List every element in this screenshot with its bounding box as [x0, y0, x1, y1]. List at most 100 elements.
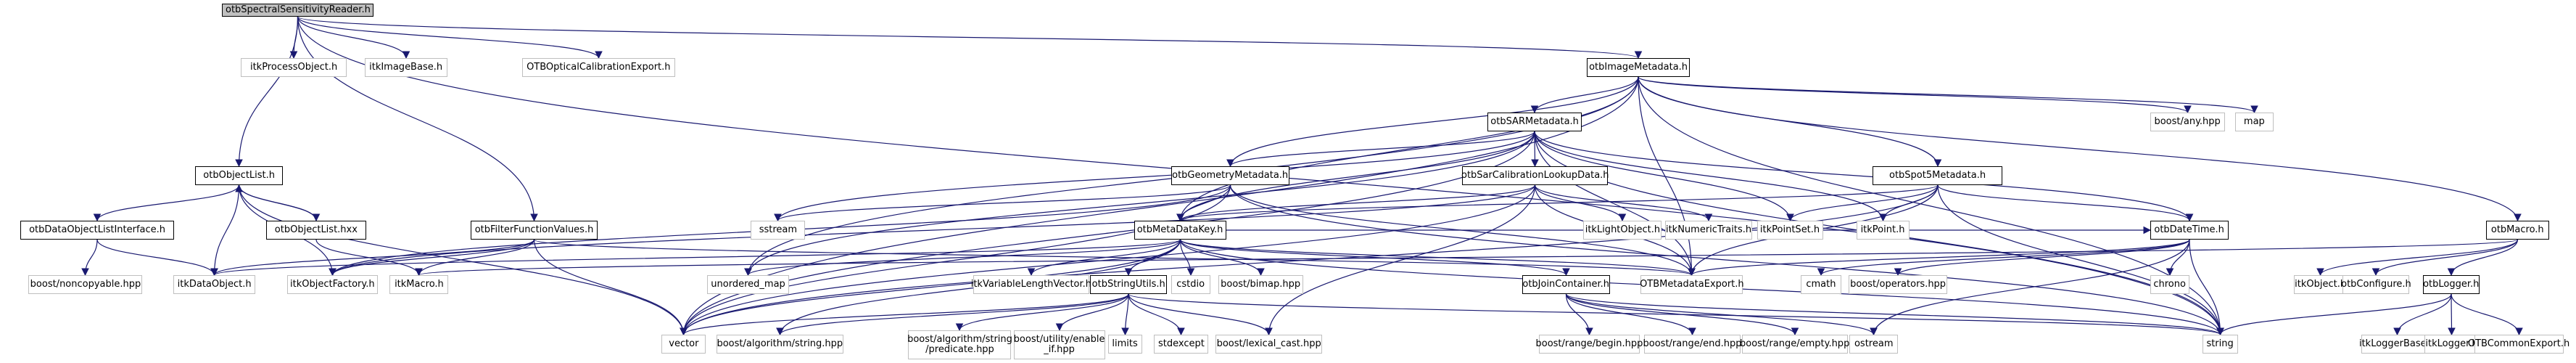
- edge-otbObjectList-to-otbDataObjectListInterface: [93, 184, 240, 222]
- edge-otbSpot5Metadata-to-otbMetaDataKey: [1176, 184, 1939, 222]
- edge-root-to-otbOpticalCalibrationExport: [297, 16, 603, 60]
- node-otb-meta-data-key[interactable]: otbMetaDataKey.h: [1134, 221, 1226, 240]
- edge-otbMetaDataKey-to-otbJoinContainer: [1179, 239, 1570, 277]
- edge-otbDateTime-to-cmath: [1817, 239, 2190, 277]
- edge-otbLogger-to-itkLogger: [2448, 293, 2456, 336]
- edge-otbMetaDataKey-to-vector: [680, 239, 1181, 336]
- edge-root-to-itkImageBase: [297, 16, 410, 60]
- edge-otbImageMetadata-to-otbMetadataExport: [1638, 76, 1696, 277]
- node-otb-string-utils[interactable]: otbStringUtils.h: [1090, 275, 1168, 294]
- edge-otbSARMetadata-to-sstream: [774, 131, 1535, 222]
- node-itk-light-object: itkLightObject.h: [1583, 221, 1662, 240]
- node-stdexcept: stdexcept: [1154, 335, 1209, 354]
- edge-otbMetaDataKey-to-cstdio: [1179, 239, 1195, 277]
- edge-otbImageMetadata-to-boostAny: [1638, 76, 2192, 114]
- edge-otbJoinContainer-to-boostRangeEmpty: [1565, 293, 1799, 336]
- edge-otbImageMetadata-to-string: [1638, 76, 2224, 336]
- node-otb-geometry-metadata[interactable]: otbGeometryMetadata.h: [1171, 166, 1289, 185]
- edge-otbSARMetadata-to-unorderedMap: [744, 131, 1535, 277]
- edge-otbLogger-to-string: [2216, 293, 2452, 336]
- node-boost-bimap: boost/bimap.hpp: [1218, 275, 1303, 294]
- node-unordered-map: unordered_map: [707, 275, 790, 294]
- edge-otbSARMetadata-to-itkPointSet: [1534, 131, 1794, 222]
- edge-otbSARMetadata-to-otbMetaDataKey: [1176, 131, 1535, 222]
- edge-otbStringUtils-to-string: [1128, 293, 2224, 336]
- node-otb-macro[interactable]: otbMacro.h: [2485, 221, 2549, 240]
- edge-otbStringUtils-to-boostAlgorithmPredicate: [955, 293, 1129, 332]
- node-itk-point: itkPoint.h: [1856, 221, 1910, 240]
- node-itk-logger: itkLogger.h: [2424, 335, 2480, 354]
- edge-otbDateTime-to-boostOperators: [1894, 239, 2190, 277]
- edge-otbSarCalibrationLookupData-to-otbMetaDataKey: [1176, 184, 1536, 222]
- edge-otbSpot5Metadata-to-itkPointSet: [1786, 184, 1939, 222]
- edge-otbDateTime-to-otbMetadataExport: [1688, 239, 2190, 277]
- edge-otbImageMetadata-to-map: [1638, 76, 2258, 114]
- node-boost-noncopyable: boost/noncopyable.hpp: [28, 275, 143, 294]
- node-otb-object-list[interactable]: otbObjectList.h: [195, 166, 284, 185]
- edge-otbSARMetadata-to-otbMetadataExport: [1534, 131, 1696, 277]
- edge-otbSARMetadata-to-otbDateTime: [1534, 131, 2194, 222]
- node-itk-numeric-traits: itkNumericTraits.h: [1665, 221, 1753, 240]
- node-limits: limits: [1107, 335, 1142, 354]
- edge-otbMetaDataKey-to-itkVariableLengthVector: [1027, 239, 1181, 277]
- node-boost-range-begin: boost/range/begin.hpp: [1536, 335, 1643, 354]
- edge-otbStringUtils-to-boostAlgorithmString: [776, 293, 1129, 336]
- node-cmath: cmath: [1800, 275, 1841, 294]
- edge-otbSARMetadata-to-vector: [680, 131, 1535, 336]
- edge-otbImageMetadata-to-otbSARMetadata: [1530, 76, 1639, 114]
- node-otb-data-object-list-interface[interactable]: otbDataObjectListInterface.h: [20, 221, 175, 240]
- edge-otbLogger-to-otbCommonExport: [2451, 293, 2523, 336]
- node-boost-any: boost/any.hpp: [2150, 113, 2225, 131]
- node-map: map: [2234, 113, 2274, 131]
- node-otb-image-metadata[interactable]: otbImageMetadata.h: [1587, 58, 1690, 77]
- node-vector: vector: [661, 335, 706, 354]
- node-itk-process-object: itkProcessObject.h: [240, 58, 347, 77]
- edge-otbStringUtils-to-vector: [680, 293, 1129, 336]
- edge-otbGeometryMetadata-to-string: [1229, 184, 2224, 336]
- edge-otbSarCalibrationLookupData-to-boostLexicalCast: [1265, 184, 1536, 336]
- edge-otbFilterFunctionValues-to-vector: [533, 239, 688, 336]
- node-itk-object: itkObject.h: [2294, 275, 2348, 294]
- node-itk-object-factory: itkObjectFactory.h: [286, 275, 378, 294]
- edge-otbDataObjectListInterface-to-boostNoncopyable: [81, 239, 98, 277]
- edge-otbDataObjectListInterface-to-itkDataObject: [96, 239, 218, 277]
- node-otb-spot5-metadata[interactable]: otbSpot5Metadata.h: [1872, 166, 2003, 185]
- edge-root-to-otbImageMetadata: [297, 16, 1642, 60]
- node-sstream: sstream: [751, 221, 806, 240]
- node-boost-range-end: boost/range/end.hpp: [1643, 335, 1741, 354]
- edge-otbSarCalibrationLookupData-to-vector: [680, 184, 1536, 336]
- node-otb-metadata-export: OTBMetadataExport.h: [1640, 275, 1744, 294]
- node-otb-filter-function-values[interactable]: otbFilterFunctionValues.h: [470, 221, 598, 240]
- edge-otbSpot5Metadata-to-string: [1937, 184, 2224, 336]
- edge-otbDateTime-to-ostream: [1870, 239, 2190, 336]
- edge-otbSarCalibrationLookupData-to-itkLightObject: [1534, 184, 1627, 222]
- edge-otbJoinContainer-to-boostRangeBegin: [1565, 293, 1593, 336]
- node-otb-date-time[interactable]: otbDateTime.h: [2150, 221, 2229, 240]
- edge-otbFilterFunctionValues-to-itkObjectFactory: [329, 239, 535, 277]
- edge-otbMacro-to-otbLogger: [2447, 239, 2519, 277]
- edge-otbMacro-to-itkObject: [2316, 239, 2519, 277]
- node-boost-operators: boost/operators.hpp: [1849, 275, 1948, 294]
- node-otb-logger[interactable]: otbLogger.h: [2422, 275, 2480, 294]
- node-otb-sar-metadata[interactable]: otbSARMetadata.h: [1487, 113, 1582, 131]
- node-otb-join-container[interactable]: otbJoinContainer.h: [1522, 275, 1610, 294]
- node-itk-variable-length-vector: itkVariableLengthVector.h: [971, 275, 1091, 294]
- node-string: string: [2202, 335, 2238, 354]
- node-otb-object-list-hxx[interactable]: otbObjectList.hxx: [265, 221, 366, 240]
- edge-otbSarCalibrationLookupData-to-itkObjectFactory: [329, 184, 1536, 277]
- node-root[interactable]: otbSpectralSensitivityReader.h: [222, 4, 374, 17]
- edge-otbObjectList-to-itkDataObject: [210, 184, 240, 277]
- edge-otbMetaDataKey-to-boostBimap: [1179, 239, 1265, 277]
- node-ostream: ostream: [1849, 335, 1899, 354]
- node-boost-utility-enable-if: boost/utility/enable _if.hpp: [1013, 330, 1105, 359]
- edge-otbLogger-to-itkLoggerBase: [2393, 293, 2452, 336]
- edge-otbMetaDataKey-to-unorderedMap: [744, 239, 1181, 277]
- node-itk-logger-base: itkLoggerBase.h: [2359, 335, 2435, 354]
- node-boost-algorithm-string: boost/algorithm/string.hpp: [716, 335, 843, 354]
- node-itk-macro: itkMacro.h: [389, 275, 449, 294]
- edge-otbImageMetadata-to-otbMacro: [1638, 76, 2522, 222]
- edge-root-to-otbObjectList: [235, 16, 299, 168]
- node-itk-data-object: itkDataObject.h: [173, 275, 256, 294]
- node-otb-sar-calibration-lookup-data[interactable]: otbSarCalibrationLookupData.h: [1461, 166, 1609, 185]
- edge-otbStringUtils-to-limits: [1121, 293, 1129, 336]
